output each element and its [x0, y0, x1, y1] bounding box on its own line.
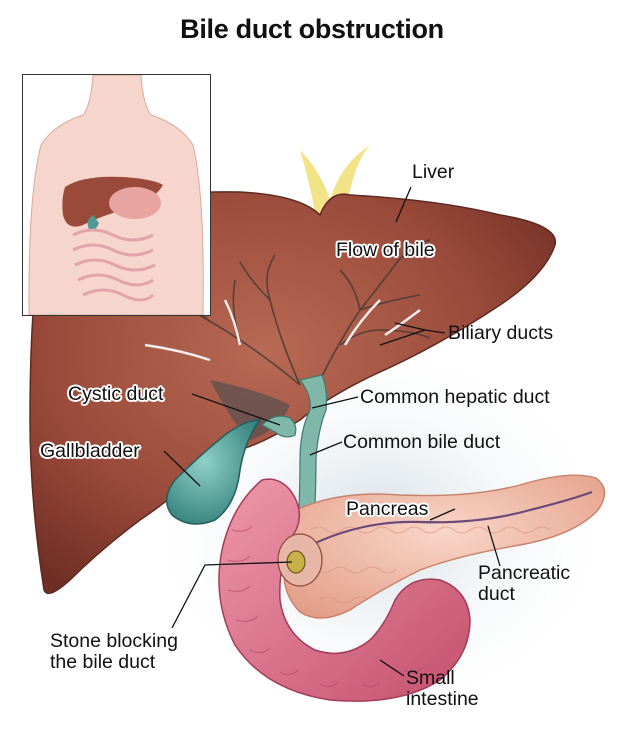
- bile-flow-arrows: [144, 299, 421, 362]
- label-flow-of-bile: Flow of bile: [336, 239, 435, 261]
- intestine-folds: [227, 525, 423, 688]
- label-small-intestine-line1: Small: [406, 667, 455, 689]
- label-pancreas: Pancreas: [346, 498, 429, 520]
- label-pancreatic-duct-line1: Pancreatic: [478, 562, 571, 584]
- label-stone-line1: Stone blocking: [50, 630, 178, 652]
- label-gallbladder: Gallbladder: [40, 440, 140, 462]
- inset-body-figure: [28, 75, 204, 315]
- label-biliary-ducts: Biliary ducts: [448, 322, 554, 344]
- body-location-inset: [22, 74, 211, 316]
- leader-lines: [163, 186, 501, 677]
- inset-gallbladder: [87, 215, 99, 231]
- label-small-intestine-line2: intestine: [406, 688, 479, 710]
- label-cystic-duct: Cystic duct: [68, 383, 164, 405]
- label-pancreatic-duct-line2: duct: [478, 583, 515, 605]
- pancreatic-duct-shape: [304, 490, 593, 549]
- diagram-title: Bile duct obstruction: [180, 14, 444, 44]
- label-common-bile-duct: Common bile duct: [343, 431, 501, 453]
- inset-stomach: [109, 187, 161, 219]
- label-liver: Liver: [412, 161, 455, 183]
- gallbladder-shape: [166, 419, 262, 525]
- label-common-hepatic-duct: Common hepatic duct: [360, 386, 550, 408]
- label-stone-line2: the bile duct: [50, 651, 156, 673]
- inset-intestines: [72, 228, 156, 302]
